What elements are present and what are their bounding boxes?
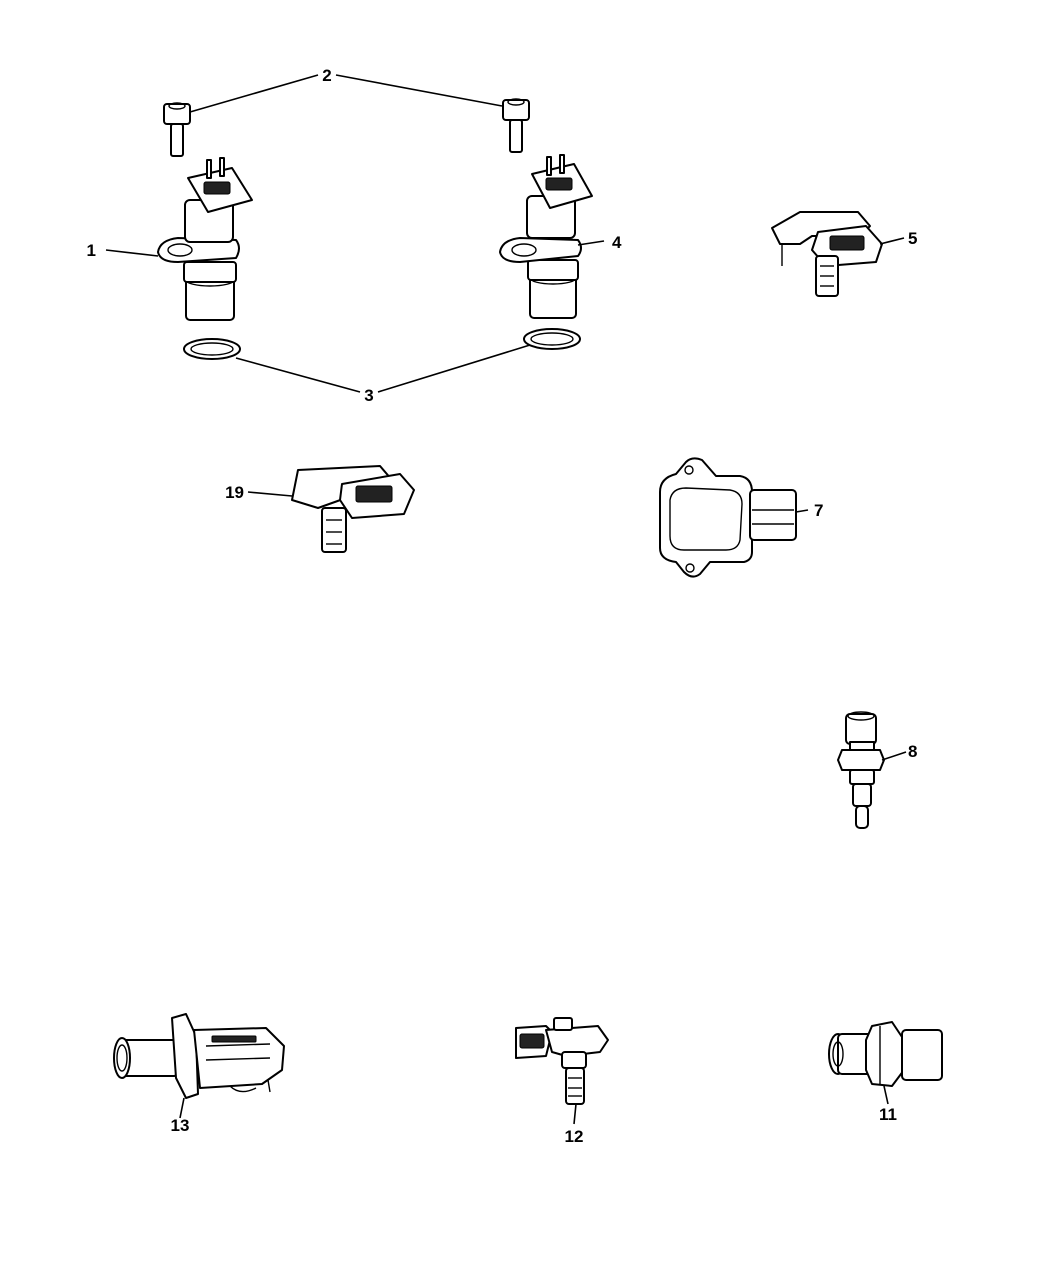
callout-8: 8 (908, 742, 917, 761)
sensor-11 (828, 1021, 943, 1105)
callout-3: 3 (364, 386, 373, 405)
callout-2: 2 (322, 66, 331, 85)
o-ring-left (183, 338, 241, 360)
callout-4: 4 (612, 233, 622, 252)
bolt-right (502, 98, 530, 153)
callout-7: 7 (814, 501, 823, 520)
leader-3 (235, 344, 531, 393)
callout-13: 13 (171, 1116, 190, 1135)
callout-1: 1 (87, 241, 96, 260)
sensor-5 (771, 211, 905, 297)
callout-5: 5 (908, 229, 917, 248)
callout-12: 12 (565, 1127, 584, 1146)
callout-11: 11 (879, 1105, 897, 1124)
sensor-13 (113, 1013, 285, 1119)
sensor-8 (837, 711, 907, 829)
sensor-12 (515, 1017, 609, 1125)
sensor-19 (247, 465, 415, 553)
sensor-1 (105, 157, 253, 321)
callout-19: 19 (225, 483, 244, 502)
sensor-7 (659, 457, 809, 578)
sensor-4 (499, 154, 605, 319)
bolt-left (163, 102, 191, 157)
leader-2 (189, 74, 503, 113)
o-ring-right (523, 328, 581, 350)
